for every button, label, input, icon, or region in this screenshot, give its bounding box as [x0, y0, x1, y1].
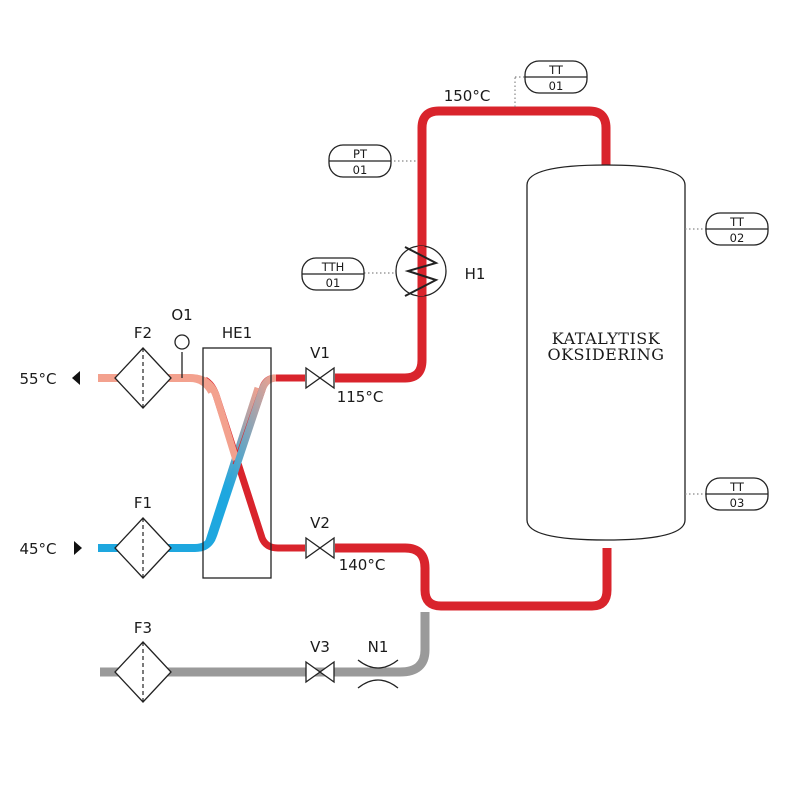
arrow-in-45-icon — [74, 541, 82, 555]
filter-f3[interactable] — [114, 641, 172, 703]
temp-top: 150°C — [444, 87, 491, 105]
label-o1: O1 — [171, 306, 192, 324]
label-f1: F1 — [134, 494, 152, 512]
pipe-return — [335, 543, 612, 611]
temp-after-v1: 115°C — [337, 388, 384, 406]
tag-pt01[interactable] — [328, 144, 392, 178]
tag-tt02[interactable] — [705, 212, 769, 246]
label-n1: N1 — [368, 638, 389, 656]
vessel-label-line2: OKSIDERING — [547, 345, 664, 364]
heater-h1[interactable] — [395, 245, 447, 297]
valve-v1[interactable] — [305, 366, 335, 390]
tt01-bottom: 01 — [549, 79, 564, 93]
label-he1: HE1 — [222, 324, 252, 342]
pipe-gray — [100, 612, 430, 677]
filter-f2[interactable] — [114, 347, 172, 409]
pipe-supply — [335, 106, 611, 383]
pt01-bottom: 01 — [353, 163, 368, 177]
label-v3: V3 — [310, 638, 330, 656]
pt01-top: PT — [353, 147, 368, 161]
nozzle-n1[interactable] — [357, 659, 399, 689]
tt03-top: TT — [729, 480, 745, 494]
label-v1: V1 — [310, 344, 330, 362]
tt02-top: TT — [729, 215, 745, 229]
label-v2: V2 — [310, 514, 330, 532]
label-f3: F3 — [134, 619, 152, 637]
temp-after-v2: 140°C — [339, 556, 386, 574]
arrow-out-55-icon — [72, 371, 80, 385]
tag-tt03[interactable] — [705, 477, 769, 511]
tth01-bottom: 01 — [326, 276, 341, 290]
valve-v2[interactable] — [305, 536, 335, 560]
label-h1: H1 — [465, 265, 486, 283]
tag-tt01[interactable] — [524, 60, 588, 94]
gauge-o1[interactable] — [174, 334, 190, 378]
he1-warm-top — [195, 374, 240, 462]
valve-v3[interactable] — [305, 660, 335, 684]
tt01-top: TT — [548, 63, 564, 77]
tt03-bottom: 03 — [730, 496, 745, 510]
he1-box — [202, 347, 272, 579]
temp-in-45: 45°C — [19, 540, 56, 558]
tth01-top: TTH — [321, 260, 345, 274]
filter-f1[interactable] — [114, 517, 172, 579]
label-f2: F2 — [134, 324, 152, 342]
tt02-bottom: 02 — [730, 231, 745, 245]
vessel[interactable] — [526, 164, 686, 541]
temp-out-55: 55°C — [19, 370, 56, 388]
vessel-label-line1: KATALYTISK — [552, 329, 661, 348]
tag-tth01[interactable] — [301, 257, 365, 291]
